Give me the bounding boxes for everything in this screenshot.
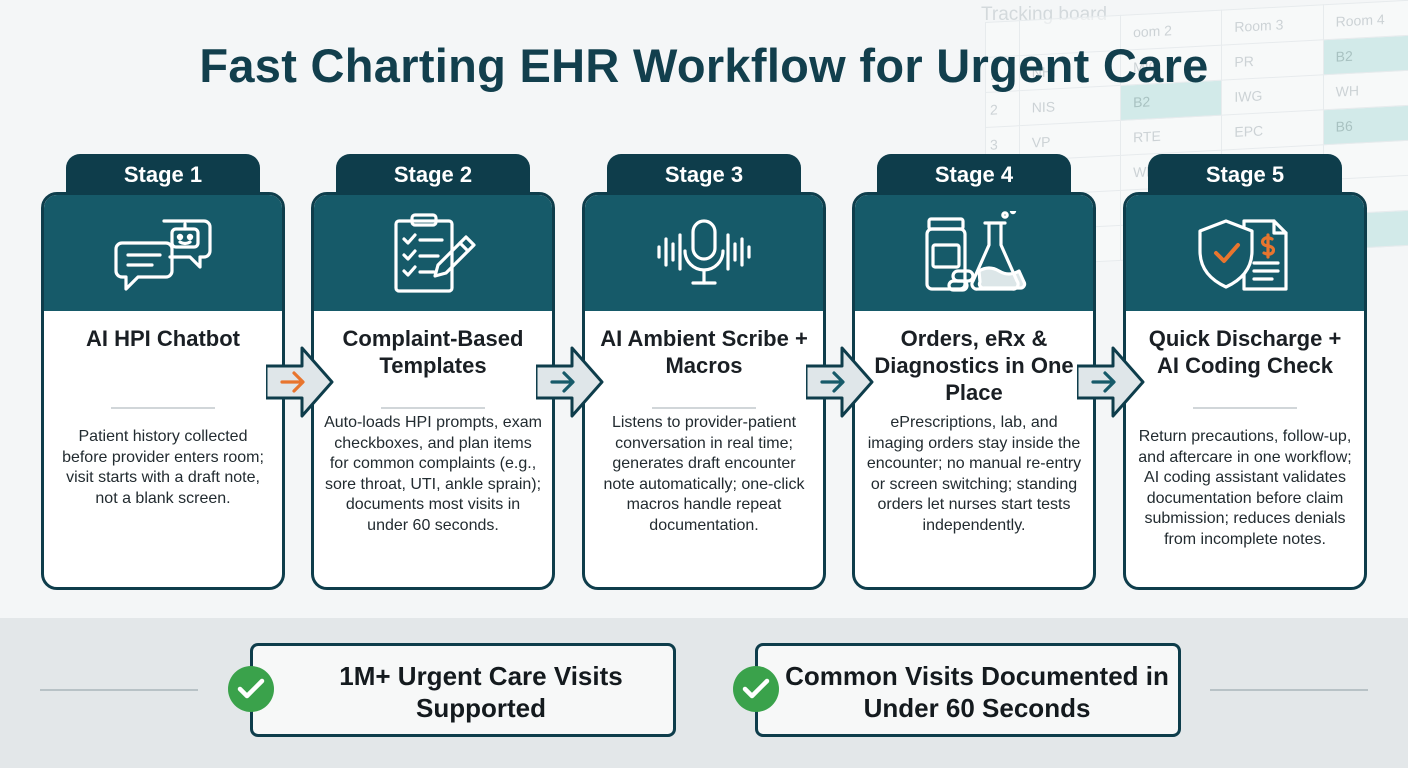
tracking-board-background: Tracking board oom 2 Room 3 Room 4 1 NHI… [965, 0, 1408, 330]
stage-header [1126, 195, 1364, 311]
badge-visits-documented: Common Visits Documented in Under 60 Sec… [755, 643, 1181, 737]
stage-card-3: Stage 3 AI Ambient Scribe + Macros Liste… [582, 154, 826, 590]
board-cell: 2 [985, 90, 1020, 128]
board-cell: RTE [1120, 115, 1222, 156]
check-circle-icon [228, 666, 274, 712]
bottom-band [0, 618, 1408, 768]
stage-card-body: Complaint-Based Templates Auto-loads HPI… [311, 192, 555, 590]
pill-bottle-flask-icon [925, 211, 1027, 292]
badge-text: Common Visits Documented in Under 60 Sec… [785, 661, 1169, 723]
stage-name: AI Ambient Scribe + Macros [600, 326, 808, 378]
stage-header [44, 195, 282, 311]
shield-invoice-icon [1198, 219, 1288, 291]
page-title: Fast Charting EHR Workflow for Urgent Ca… [199, 39, 1209, 92]
tracking-board-title: Tracking board [981, 4, 1108, 25]
stage-header [855, 195, 1093, 311]
stage-divider [111, 407, 215, 409]
stage-name: Quick Discharge + AI Coding Check [1148, 326, 1342, 378]
board-header-cell: Room 4 [1323, 0, 1408, 40]
stage-card-2: Stage 2 Complaint-Based Templates Auto-l… [311, 154, 555, 590]
stage-header [314, 195, 552, 311]
stage-description: Listens to provider-patient conversation… [603, 414, 805, 534]
chat-bot-icon [114, 219, 212, 291]
stage-tab: Stage 3 [607, 154, 801, 198]
stage-card-body: Orders, eRx & Diagnostics in One Place e… [852, 192, 1096, 590]
stage-description: Auto-loads HPI prompts, exam checkboxes,… [324, 414, 542, 534]
board-cell: B6 [1323, 104, 1408, 145]
stage-header [585, 195, 823, 311]
stage-description: Patient history collected before provide… [62, 428, 264, 507]
stage-name: AI HPI Chatbot [86, 326, 240, 351]
stage-card-1: Stage 1 AI HPI Chatbot Patient history c… [41, 154, 285, 590]
stage-name: Complaint-Based Templates [342, 326, 524, 378]
stage-tab: Stage 4 [877, 154, 1071, 198]
stage-card-body: Quick Discharge + AI Coding Check Return… [1123, 192, 1367, 590]
arrow-right-icon [266, 346, 334, 418]
arrow-right-icon [536, 346, 604, 418]
stage-divider [381, 407, 485, 409]
stage-tab: Stage 2 [336, 154, 530, 198]
stage-divider [1193, 407, 1297, 409]
stage-description: Return precautions, follow-up, and after… [1138, 428, 1352, 548]
microphone-waveform-icon [657, 219, 751, 285]
stage-description: ePrescriptions, lab, and imaging orders … [866, 414, 1082, 534]
board-cell: EPC [1221, 109, 1324, 151]
stage-card-4: Stage 4 Orders, eRx & Diagnostics in One… [852, 154, 1096, 590]
clipboard-checklist-icon [394, 213, 476, 293]
badge-visits-supported: 1M+ Urgent Care Visits Supported [250, 643, 676, 737]
stage-card-5: Stage 5 Quick Discharge + AI Coding Chec… [1123, 154, 1367, 590]
stage-card-body: AI Ambient Scribe + Macros Listens to pr… [582, 192, 826, 590]
stage-tab: Stage 5 [1148, 154, 1342, 198]
stage-card-body: AI HPI Chatbot Patient history collected… [41, 192, 285, 590]
badge-text: 1M+ Urgent Care Visits Supported [339, 661, 623, 723]
arrow-right-icon [806, 346, 874, 418]
decorative-line [40, 689, 198, 691]
stage-name: Orders, eRx & Diagnostics in One Place [874, 326, 1074, 405]
check-circle-icon [733, 666, 779, 712]
stage-tab: Stage 1 [66, 154, 260, 198]
decorative-line [1210, 689, 1368, 691]
stage-divider [652, 407, 756, 409]
arrow-right-icon [1077, 346, 1145, 418]
